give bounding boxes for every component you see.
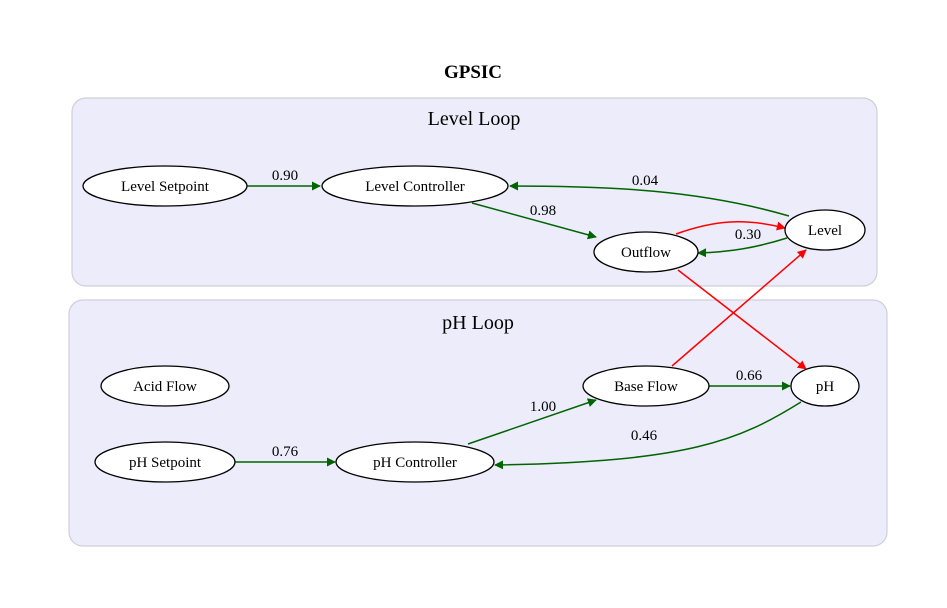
edge-label-e3: 0.98 — [530, 203, 556, 219]
node-level[interactable]: Level — [784, 209, 866, 251]
node-level-setpoint[interactable]: Level Setpoint — [82, 165, 248, 207]
node-acid-flow[interactable]: Acid Flow — [100, 365, 230, 407]
edge-base-flow-to-level — [671, 249, 807, 367]
edge-label-e8: 0.66 — [736, 368, 763, 384]
edge-label-e11: 0.46 — [631, 428, 658, 444]
edge-level-controller-to-outflow — [471, 202, 597, 240]
edge-label-e9: 1.00 — [530, 399, 556, 415]
node-ph-setpoint[interactable]: pH Setpoint — [94, 441, 236, 483]
cluster-ph-loop: pH Loop — [68, 299, 888, 547]
node-ph[interactable]: pH — [790, 365, 860, 407]
node-label-acid-flow: Acid Flow — [133, 379, 197, 395]
edge-ph-to-ph-controller — [494, 401, 802, 470]
cluster-label-level-loop: Level Loop — [428, 108, 521, 130]
node-label-level: Level — [808, 223, 842, 239]
edge-labels: 0.90 0.04 0.98 0.30 0.66 1.00 0.76 0.46 — [272, 168, 763, 460]
node-label-ph-setpoint: pH Setpoint — [129, 455, 202, 471]
node-level-controller[interactable]: Level Controller — [321, 165, 509, 207]
edge-label-e2: 0.04 — [632, 173, 659, 189]
edges — [234, 181, 807, 470]
edge-label-e1: 0.90 — [272, 168, 298, 184]
nodes: Level Setpoint Level Controller Outflow … — [82, 165, 866, 483]
node-base-flow[interactable]: Base Flow — [582, 365, 710, 407]
node-label-level-setpoint: Level Setpoint — [121, 179, 210, 195]
diagram-title: GPSIC — [444, 62, 502, 83]
node-label-level-controller: Level Controller — [365, 179, 465, 195]
edge-level-to-level-controller — [509, 181, 790, 217]
edge-label-e5: 0.30 — [735, 227, 761, 243]
edge-outflow-to-ph — [677, 269, 807, 370]
node-label-outflow: Outflow — [621, 245, 671, 261]
cluster-label-ph-loop: pH Loop — [442, 312, 514, 334]
node-ph-controller[interactable]: pH Controller — [335, 441, 495, 483]
edge-ph-controller-to-base-flow — [467, 398, 597, 445]
node-label-ph-controller: pH Controller — [373, 455, 457, 471]
edge-label-e10: 0.76 — [272, 444, 299, 460]
edge-level-to-outflow — [697, 237, 788, 258]
node-label-base-flow: Base Flow — [614, 379, 678, 395]
node-outflow[interactable]: Outflow — [593, 231, 699, 273]
edge-outflow-to-level — [675, 221, 786, 235]
node-label-ph: pH — [816, 379, 835, 395]
